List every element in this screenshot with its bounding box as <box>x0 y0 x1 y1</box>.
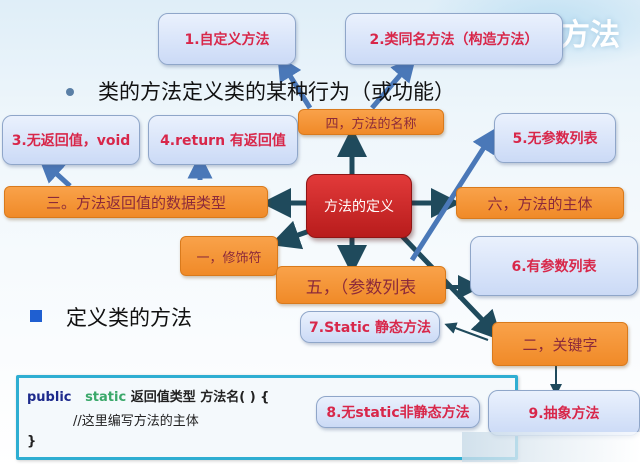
code-keyword-public: public <box>27 390 72 405</box>
bullet-dot <box>66 88 74 96</box>
item-static-method: 7.Static 静态方法 <box>300 311 440 343</box>
item-no-params: 5.无参数列表 <box>494 113 616 163</box>
item-constructor: 2.类同名方法（构造方法） <box>345 13 563 65</box>
code-keyword-static: static <box>85 390 127 405</box>
item-has-params: 6.有参数列表 <box>470 236 638 296</box>
category-return-type: 三。方法返回值的数据类型 <box>4 186 268 218</box>
item-non-static: 8.无static非静态方法 <box>316 396 480 428</box>
center-node-method-definition: 方法的定义 <box>306 174 412 238</box>
item-abstract: 9.抽象方法 <box>488 390 640 436</box>
category-modifier: 一，修饰符 <box>180 236 278 276</box>
category-param-list: 五，（参数列表 <box>276 266 446 304</box>
code-line-2: //这里编写方法的主体 <box>73 414 199 429</box>
category-method-body: 六，方法的主体 <box>456 187 624 219</box>
slide-title: 方法 <box>560 18 620 53</box>
category-keyword: 二，关键字 <box>492 322 628 366</box>
bullet-text-2: 定义类的方法 <box>66 306 192 330</box>
blurred-region <box>462 432 640 462</box>
code-line-3: } <box>27 434 37 449</box>
code-signature: 返回值类型 方法名( ) { <box>126 390 270 405</box>
category-method-name: 四，方法的名称 <box>298 109 444 135</box>
item-custom-method: 1.自定义方法 <box>158 13 296 65</box>
bullet-text-1: 类的方法定义类的某种行为（或功能） <box>98 80 455 104</box>
code-line-1: public static 返回值类型 方法名( ) { <box>27 386 269 405</box>
item-no-return: 3.无返回值，void <box>2 115 140 165</box>
bullet-square <box>30 310 42 322</box>
item-has-return: 4.return 有返回值 <box>148 115 298 165</box>
